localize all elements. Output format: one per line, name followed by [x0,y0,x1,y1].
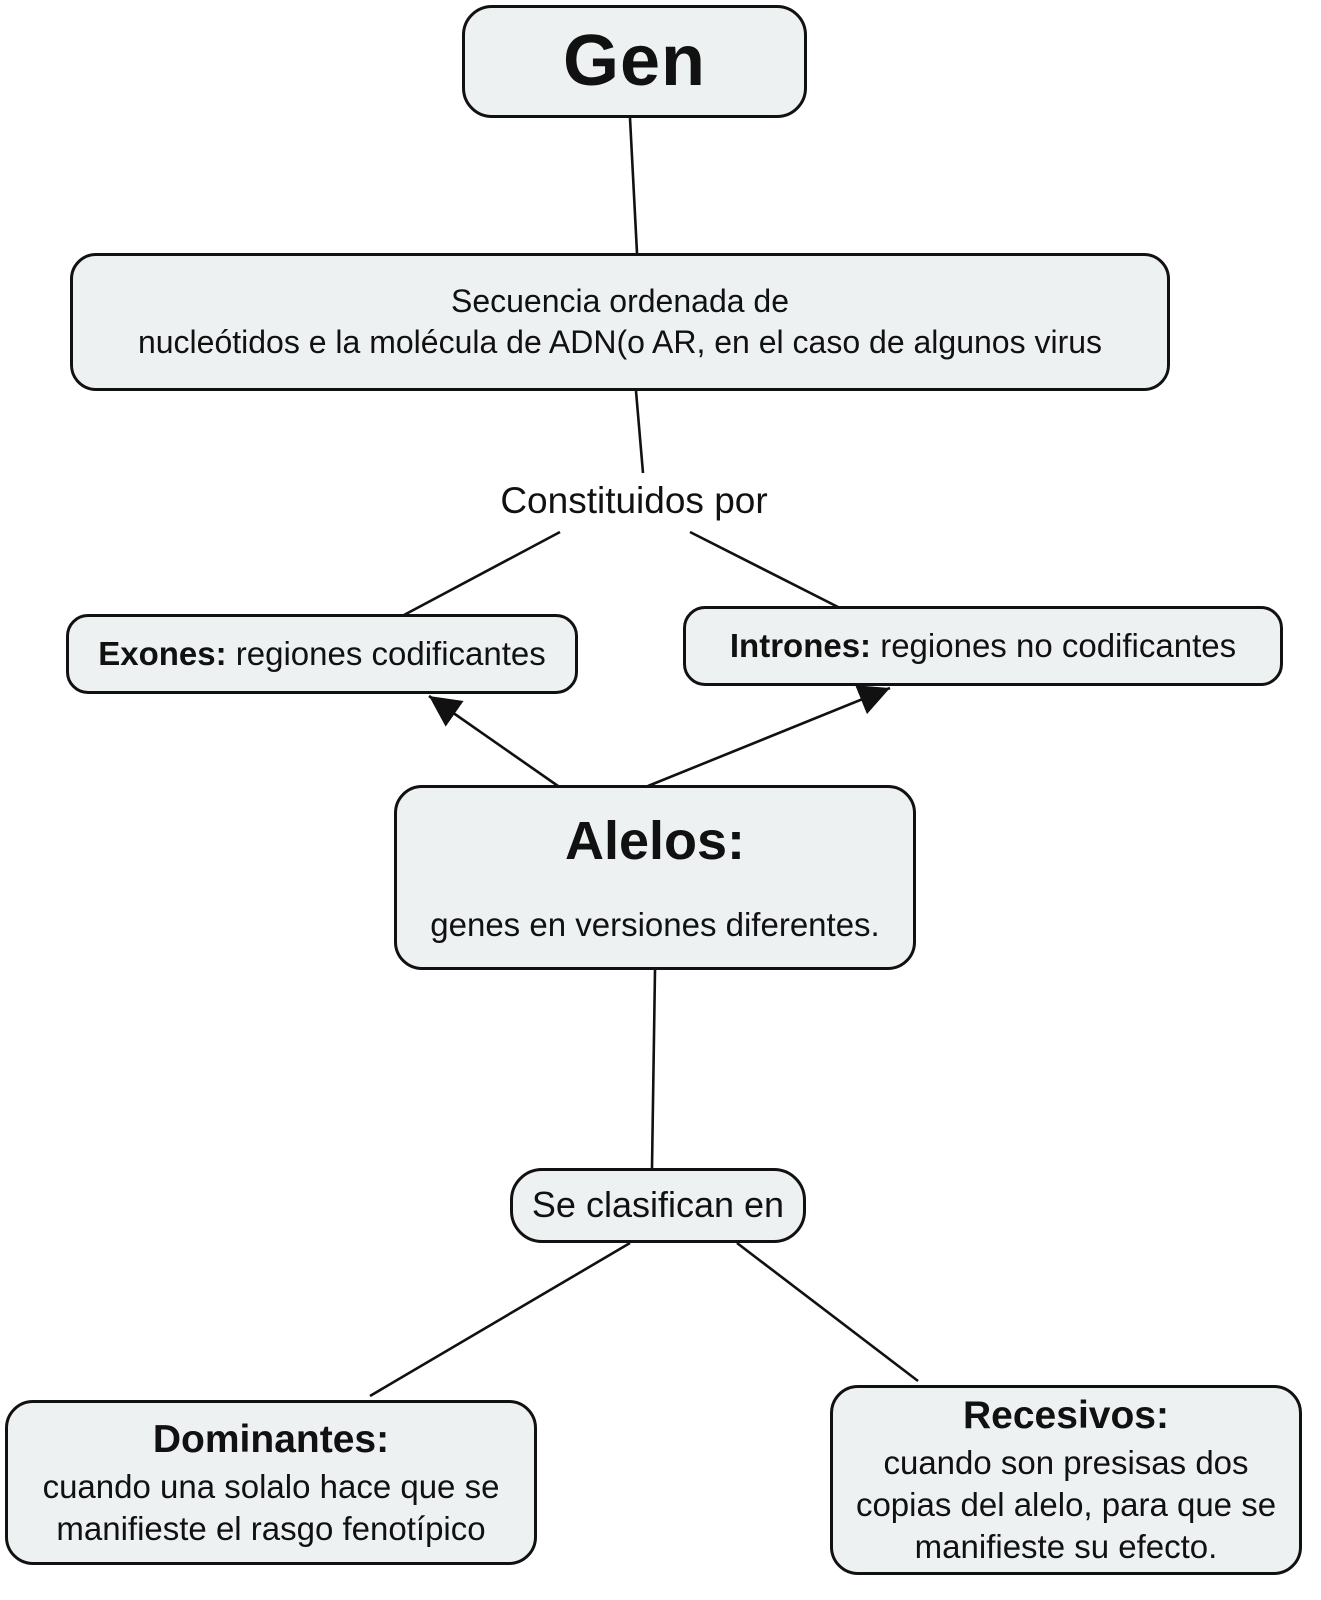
recesivos-definition-line-3: manifieste su efecto. [914,1528,1218,1566]
recesivos-definition-line-1: cuando son presisas dos [883,1443,1249,1481]
node-recesivos: Recesivos: cuando son presisas dos copia… [830,1385,1302,1575]
edge-clasifican-dominantes [369,1241,631,1398]
recesivos-definition-line-2: copias del alelo, para que se [855,1486,1277,1524]
intrones-term: Intrones: [729,626,872,664]
exones-term: Exones: [98,634,227,672]
node-se-clasifican-en: Se clasifican en [510,1168,806,1243]
edge-gen-secuencia [628,117,639,254]
exones-definition: regiones codificantes [235,634,546,672]
edge-alelos-intrones-arrow [647,685,891,788]
edge-alelos-exones-arrow [428,694,559,788]
secuencia-line-1: Secuencia ordenada de [450,283,790,320]
constituidos-por-text: Constituidos por [500,480,768,521]
node-secuencia: Secuencia ordenada de nucleótidos e la m… [70,253,1170,391]
edge-alelos-clasifican [650,969,657,1169]
node-dominantes: Dominantes: cuando una solalo hace que s… [5,1400,537,1565]
intrones-definition: regiones no codificantes [880,626,1237,664]
alelos-definition: genes en versiones diferentes. [430,906,880,944]
dominantes-term: Dominantes: [152,1417,390,1461]
dominantes-definition-line-1: cuando una solalo hace que se [42,1467,500,1505]
node-gen: Gen [462,5,807,118]
edge-clasifican-recesivos [736,1241,919,1383]
recesivos-term: Recesivos: [963,1394,1169,1438]
se-clasifican-en-text: Se clasifican en [531,1184,785,1226]
edge-constituidos-exones [403,530,561,617]
dominantes-definition-line-2: manifieste el rasgo fenotípico [56,1509,486,1547]
node-exones: Exones: regiones codificantes [66,614,578,694]
intrones-label: Intrones: regiones no codificantes [730,625,1236,668]
link-label-constituidos-por: Constituidos por [434,476,834,526]
edge-constituidos-intrones [689,530,839,609]
gen-title: Gen [562,20,707,101]
edge-secuencia-constituidos [634,390,645,474]
exones-label: Exones: regiones codificantes [98,633,546,676]
node-alelos: Alelos: genes en versiones diferentes. [394,785,916,970]
node-intrones: Intrones: regiones no codificantes [683,606,1283,686]
alelos-title: Alelos: [564,811,746,871]
secuencia-line-2: nucleótidos e la molécula de ADN(o AR, e… [137,324,1103,360]
